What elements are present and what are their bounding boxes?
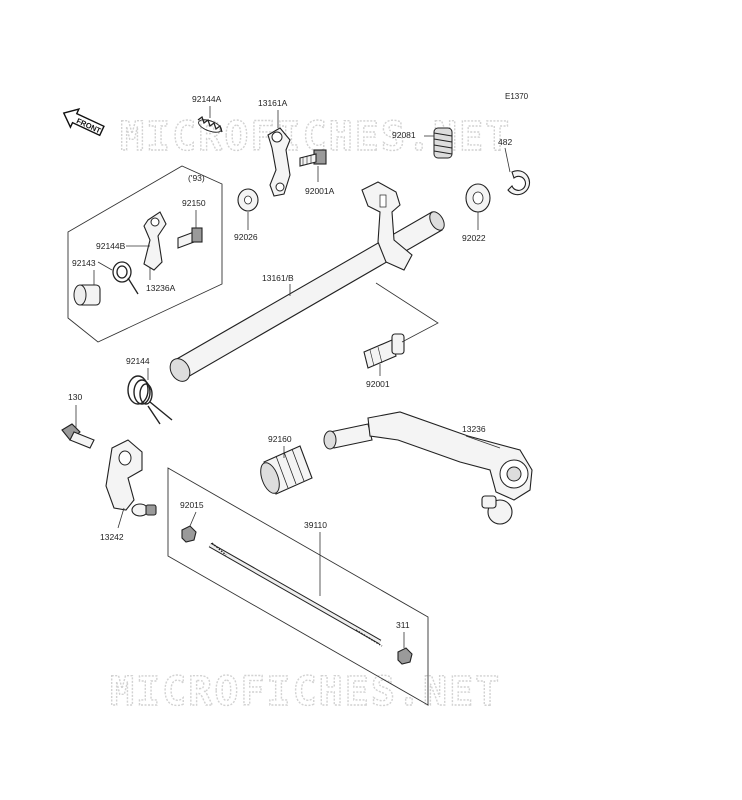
label-92001A: 92001A (305, 186, 335, 196)
diagram-code: E1370 (505, 92, 529, 101)
label-92144B: 92144B (96, 241, 126, 251)
label-13242: 13242 (100, 532, 124, 542)
circlip-482 (507, 170, 530, 196)
label-92001: 92001 (366, 379, 390, 389)
label-92081: 92081 (392, 130, 416, 140)
washer-92026 (237, 188, 259, 212)
label-92022: 92022 (462, 233, 486, 243)
label-92160: 92160 (268, 434, 292, 444)
label-92026: 92026 (234, 232, 258, 242)
label-482: 482 (498, 137, 512, 147)
bolt-92001 (363, 333, 405, 369)
bolt-92001A (299, 149, 327, 167)
label-130: 130 (68, 392, 82, 402)
bolt-92150 (177, 227, 203, 249)
shift-shaft-13161B (169, 181, 445, 382)
front-arrow-icon: FRONT (62, 108, 105, 137)
label-92144A: 92144A (192, 94, 222, 104)
spring-92081 (433, 127, 453, 159)
spring-92144B (112, 261, 139, 295)
collar-92143 (73, 284, 101, 306)
cable-frame (167, 467, 429, 706)
label-13161A: 13161A (258, 98, 288, 108)
bolt-130 (61, 423, 95, 449)
label-13236: 13236 (462, 424, 486, 434)
watermark-bottom: MICROFICHES.NET (110, 669, 501, 715)
spring-92144A (197, 115, 223, 133)
nut-92015 (181, 525, 197, 543)
lever-13236A (143, 211, 167, 271)
label-39110: 39110 (304, 520, 327, 530)
tie-rod-39110 (208, 542, 383, 647)
label-92015: 92015 (180, 500, 204, 510)
lever-13242 (105, 439, 157, 517)
label-311: 311 (396, 620, 410, 630)
label-92150: 92150 (182, 198, 206, 208)
rubber-92160 (260, 445, 313, 495)
label-13161B: 13161/B (262, 273, 294, 283)
inset-frame-93 (67, 165, 223, 343)
label-92144: 92144 (126, 356, 150, 366)
shift-arm-13161A (267, 127, 291, 197)
year-note: ('93) (188, 173, 205, 183)
spring-92144 (127, 375, 173, 425)
label-92143: 92143 (72, 258, 96, 268)
label-13236A: 13236A (146, 283, 176, 293)
pedal-13236 (323, 411, 533, 525)
nut-311 (397, 647, 413, 665)
leader-lines (75, 106, 511, 648)
washer-92022 (465, 183, 491, 213)
